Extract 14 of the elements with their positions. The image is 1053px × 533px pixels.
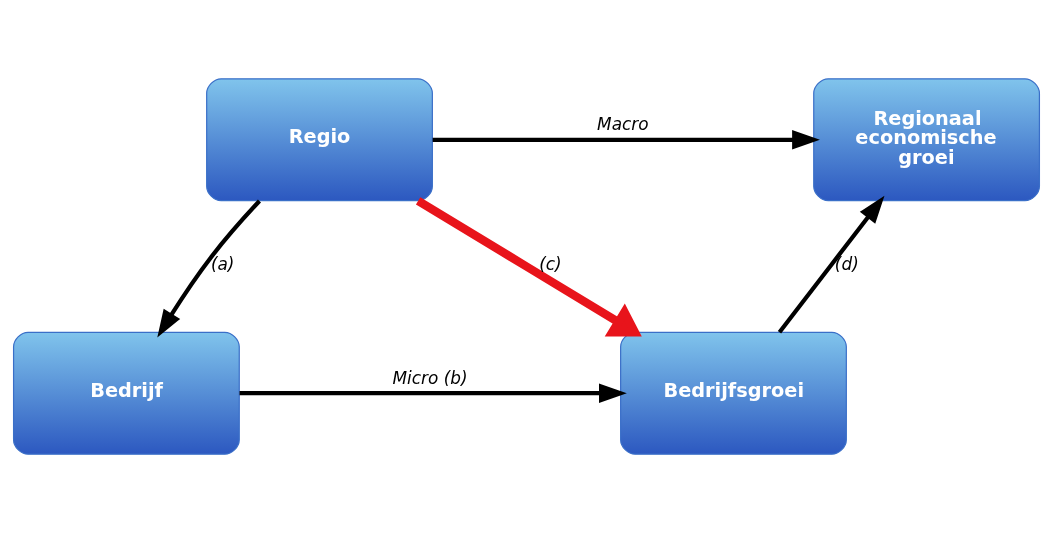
node-box: Regionaal economische groei [813, 78, 1041, 202]
node-box: Bedrijfsgroei [620, 331, 847, 455]
node-box: Regio [206, 78, 433, 202]
edge-label: (a) [210, 253, 235, 274]
arrow [432, 130, 820, 150]
arrow [777, 195, 885, 334]
arrow [239, 383, 627, 403]
arrow [157, 199, 261, 338]
edge-label: (c) [539, 253, 562, 274]
arrow [415, 197, 642, 337]
node-box: Bedrijf [12, 331, 240, 455]
edge-label: Micro (b) [392, 367, 468, 388]
edge-label: (d) [834, 253, 859, 274]
edge-label: Macro [597, 114, 649, 135]
